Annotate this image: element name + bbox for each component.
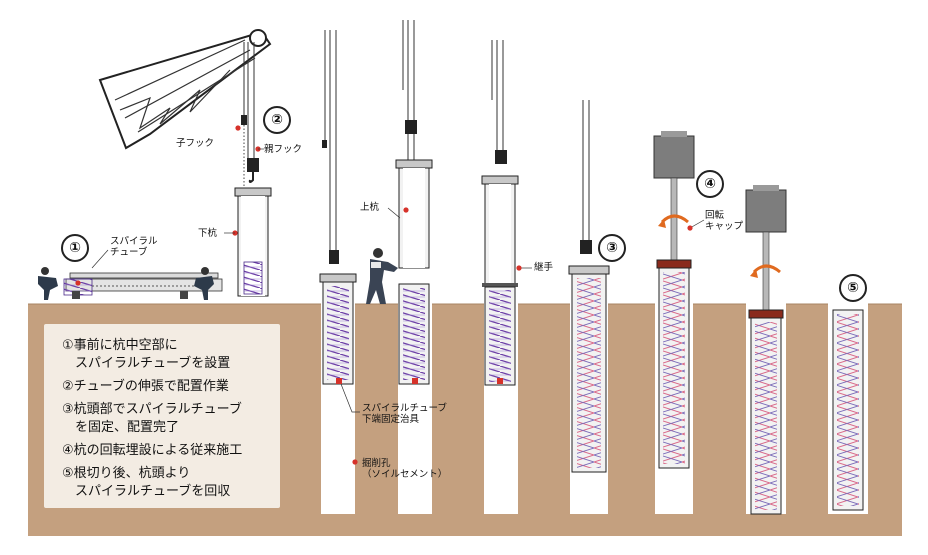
step-number: ④ <box>696 170 724 198</box>
stage3-pile <box>568 100 610 473</box>
label-parent-hook: 親フック <box>264 144 303 155</box>
upper-pile-stage <box>395 20 433 385</box>
label-child-hook: 子フック <box>176 138 215 149</box>
pile-descending <box>319 30 357 385</box>
stage4b-pile <box>745 185 787 515</box>
label-spiral-tube: スパイラル チューブ <box>110 236 158 258</box>
lower-pile-stage2 <box>234 187 272 297</box>
motor-icon <box>745 189 787 233</box>
legend-line: ①事前に杭中空部に <box>62 338 178 353</box>
step-number: ③ <box>598 234 626 262</box>
worker-icon <box>194 267 214 300</box>
stage1-setup <box>38 267 223 300</box>
legend-line: スパイラルチューブを設置 <box>62 356 231 371</box>
label-lower-pile: 下杭 <box>198 228 218 239</box>
spiral-tube-compressed <box>243 261 263 295</box>
legend-box <box>44 324 280 508</box>
label-fixing-jig: スパイラルチューブ 下端固定治具 <box>362 403 447 425</box>
joint-stage <box>481 40 519 386</box>
label-borehole: 掘削孔 （ソイルセメント） <box>362 458 448 480</box>
step-number: ① <box>61 234 89 262</box>
label-upper-pile: 上杭 <box>360 202 380 213</box>
stage5-pile <box>832 309 864 511</box>
worker-icon <box>38 267 58 300</box>
parent-hook-icon <box>247 158 259 172</box>
step-number: ② <box>263 106 291 134</box>
legend-line: を固定、配置完了 <box>62 420 180 435</box>
label-joint: 継手 <box>534 262 554 273</box>
label-rotation-cap: 回転 キャップ <box>705 210 744 232</box>
legend-line: ⑤根切り後、杭頭より <box>62 466 191 481</box>
motor-icon <box>653 135 695 179</box>
legend-line: ③杭頭部でスパイラルチューブ <box>62 402 242 417</box>
legend-line: ②チューブの伸張で配置作業 <box>62 379 229 394</box>
step-number: ⑤ <box>839 274 867 302</box>
worker-icon <box>366 248 398 304</box>
legend-line: ④杭の回転埋設による従来施工 <box>62 443 243 458</box>
stage4-pile <box>653 131 695 469</box>
legend-line: スパイラルチューブを回収 <box>62 484 231 499</box>
